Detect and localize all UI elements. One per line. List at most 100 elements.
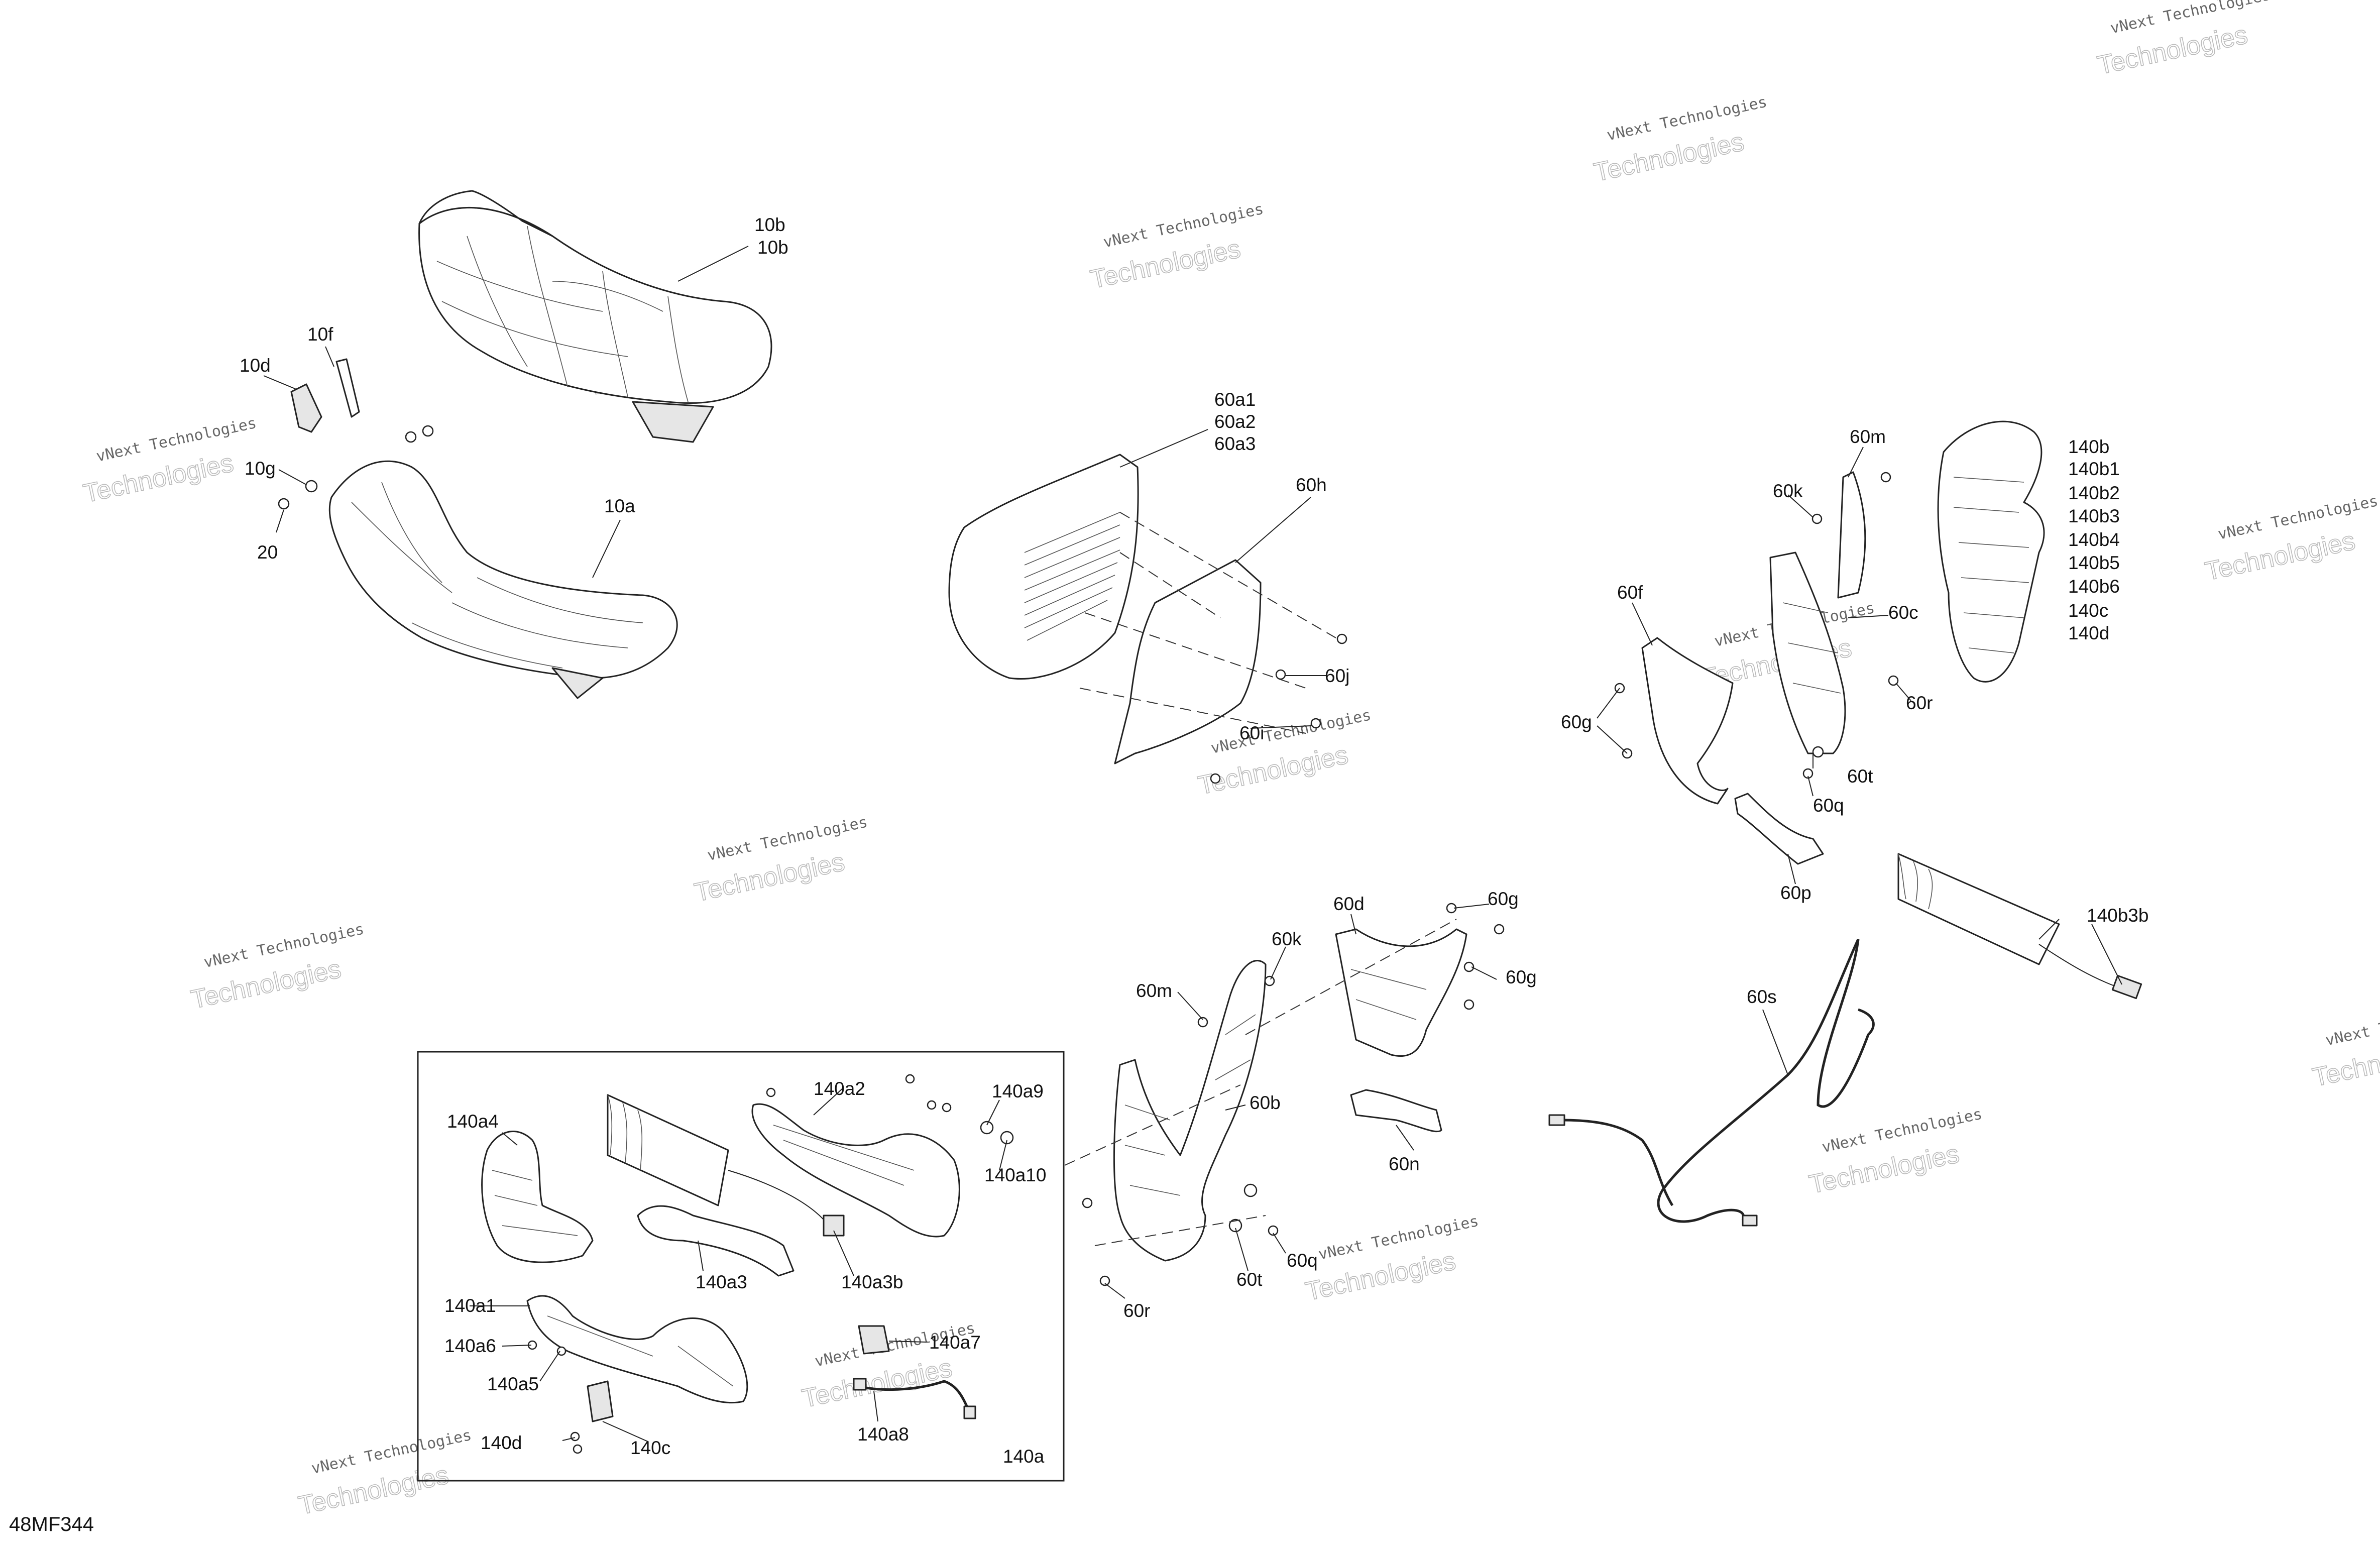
callout-140b2: 140b2	[2068, 483, 2120, 503]
callout-140b4: 140b4	[2068, 529, 2120, 550]
assembly-lines-60	[1079, 512, 1336, 734]
callout-140a2: 140a2	[814, 1078, 865, 1099]
callout-60h: 60h	[1296, 475, 1327, 495]
inset-frame-140a	[417, 1051, 1065, 1482]
callout-60r: 60r	[1123, 1300, 1150, 1321]
heating-element-140a3[interactable]	[607, 1094, 845, 1237]
fasteners-mid	[1082, 903, 1505, 1286]
bracket-10d[interactable]	[290, 383, 322, 433]
callout-140c: 140c	[2068, 600, 2108, 621]
svg-text:vNext Technologies: vNext Technologies	[1209, 706, 1373, 757]
assembly-lines-mid	[1064, 919, 1457, 1246]
svg-text:vNext Technologies: vNext Technologies	[1605, 93, 1768, 145]
connector-140a7[interactable]	[858, 1325, 890, 1355]
callout-60k: 60k	[1773, 481, 1803, 501]
fasteners-140a	[527, 1074, 1014, 1454]
callout-60g: 60g	[1506, 967, 1537, 987]
callout-60d: 60d	[1333, 894, 1365, 914]
callout-60i: 60i	[1239, 723, 1264, 743]
callout-60c: 60c	[1888, 602, 1918, 623]
callout-60k: 60k	[1272, 929, 1302, 949]
callout-10d: 10d	[240, 355, 271, 376]
callout-10f: 10f	[307, 324, 333, 345]
callout-60j: 60j	[1325, 666, 1349, 686]
callout-140a: 140a	[1003, 1446, 1045, 1467]
callout-140c: 140c	[630, 1438, 670, 1458]
seat-base-10a[interactable]	[328, 460, 678, 699]
callout-140a6: 140a6	[444, 1336, 496, 1356]
callout-10g: 10g	[245, 458, 276, 479]
svg-text:vNext Technologies: vNext Technologies	[1102, 200, 1265, 252]
handguard-140a1[interactable]	[526, 1295, 748, 1404]
callout-140b3b: 140b3b	[2087, 905, 2148, 926]
cover-60h[interactable]	[1114, 559, 1262, 764]
callout-140a4: 140a4	[447, 1111, 499, 1132]
callout-140a9: 140a9	[992, 1081, 1044, 1101]
callout-60s: 60s	[1747, 986, 1777, 1007]
guard-60n[interactable]	[1350, 1089, 1442, 1133]
callout-60b: 60b	[1250, 1092, 1281, 1113]
callout-60g: 60g	[1488, 889, 1519, 909]
callout-60a2: 60a2	[1214, 411, 1256, 432]
callout-140b5: 140b5	[2068, 553, 2120, 573]
heating-element-140b3b[interactable]	[1897, 853, 2142, 1000]
callout-60g: 60g	[1561, 712, 1592, 732]
guard-60p[interactable]	[1734, 793, 1824, 865]
harness-140a8[interactable]	[853, 1378, 976, 1419]
callout-60p: 60p	[1780, 882, 1811, 903]
bracket-60b[interactable]	[1113, 960, 1267, 1262]
diagram-code: 48MF344	[9, 1513, 94, 1535]
handguard-140a4[interactable]	[481, 1131, 594, 1263]
bracket-60c[interactable]	[1769, 471, 1866, 754]
wire-harness-60s[interactable]	[1548, 938, 1875, 1227]
svg-text:vNext Technologies: vNext Technologies	[2216, 492, 2379, 543]
clip-10f[interactable]	[335, 358, 360, 418]
fasteners-upper-right	[1614, 472, 1899, 779]
callout-140a8: 140a8	[857, 1424, 909, 1445]
callout-140b: 140b	[2068, 436, 2109, 457]
seat-cushion-10b[interactable]	[418, 190, 772, 443]
callout-20: 20	[257, 542, 278, 563]
fasteners-seat	[278, 425, 434, 510]
leader-lines	[263, 246, 2122, 1442]
svg-text:vNext Technologies: vNext Technologies	[1821, 1106, 1984, 1157]
callout-10a: 10a	[604, 496, 635, 516]
svg-text:vNext Technologies: vNext Technologies	[310, 1426, 473, 1478]
callout-140b6: 140b6	[2068, 576, 2120, 597]
fasteners-60	[1210, 633, 1347, 784]
callout-140d: 140d	[2068, 623, 2109, 643]
callout-60t: 60t	[1236, 1269, 1263, 1290]
handguard-140b[interactable]	[1937, 420, 2045, 683]
bracket-60d[interactable]	[1335, 928, 1467, 1057]
callout-140a7: 140a7	[929, 1332, 981, 1353]
grip-140a2[interactable]	[751, 1103, 960, 1238]
callout-60q: 60q	[1813, 795, 1844, 816]
plate-140c[interactable]	[587, 1380, 614, 1422]
svg-text:vNext Technologies: vNext Technologies	[706, 813, 869, 864]
grip-140a3b[interactable]	[637, 1205, 795, 1277]
svg-text:vNext Technologies: vNext Technologies	[1317, 1212, 1480, 1264]
callout-labels: 10b 10b 10f 10d 10g 20 10a 60a1 60a2 60a…	[240, 214, 2148, 1467]
callout-60f: 60f	[1617, 582, 1643, 603]
callout-140d: 140d	[481, 1432, 522, 1453]
callout-60t: 60t	[1847, 766, 1873, 787]
svg-text:vNext Technologies: vNext Technologies	[202, 920, 366, 971]
callout-60a1: 60a1	[1214, 389, 1256, 410]
callout-140b1: 140b1	[2068, 459, 2120, 479]
bracket-60f[interactable]	[1641, 637, 1734, 805]
callout-60q: 60q	[1287, 1250, 1318, 1271]
side-panel-60a[interactable]	[948, 454, 1139, 680]
callout-140a1: 140a1	[444, 1295, 496, 1316]
